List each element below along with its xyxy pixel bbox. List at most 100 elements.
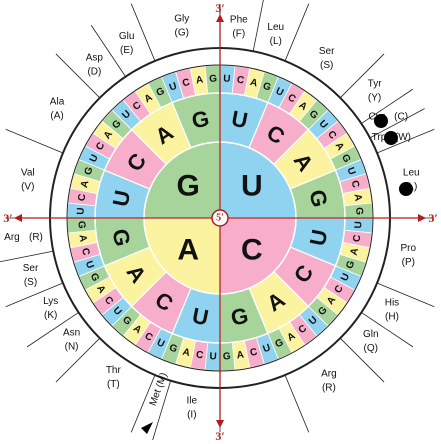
first-base-letter: A [177,233,199,266]
third-base-letter: A [79,179,91,189]
stop-codon-icon [374,114,388,128]
third-base-letter: A [352,193,364,202]
end-label-left: 3′ [3,211,12,225]
third-base-letter: U [339,272,352,283]
divider-line [152,380,172,441]
divider-line [0,250,54,263]
divider-line [284,374,310,433]
divider-line [130,3,156,62]
amino-acid-label: Met (M) [148,371,170,407]
third-base-letter: U [75,207,86,215]
amino-acid-name: His [385,297,399,308]
amino-acid-letter: (A) [50,111,63,122]
second-base-letter: U [108,188,136,208]
third-base-letter: A [143,92,155,105]
divider-line [376,282,435,308]
third-base-letter: U [223,73,231,84]
third-base-letter: U [83,260,96,271]
divider-line [130,374,156,433]
third-base-letter: C [349,179,361,189]
amino-acid-name: Arg [321,368,337,379]
amino-acid-name: Tyr [368,79,383,90]
divider-line [5,128,64,154]
third-base-letter: C [333,284,346,296]
end-label-top: 3′ [215,1,224,15]
amino-acid-name: Pro [401,243,417,254]
amino-acid-name: Gly [174,13,189,24]
amino-acid-name: Thr [106,365,122,376]
center-label: 5′ [216,213,224,224]
divider-line [339,337,385,383]
amino-acid-name: Asp [86,52,104,63]
second-base-letter: G [229,303,251,331]
amino-acid-letter: (Y) [368,93,381,104]
third-base-letter: U [262,342,273,355]
amino-acid-letter: (L) [270,36,282,47]
third-base-letter: U [344,166,357,177]
third-base-letter: G [339,153,352,165]
third-base-letter: C [195,350,204,362]
amino-acid-letter: (P) [402,257,415,268]
divider-line [369,108,425,139]
third-base-letter: C [181,77,191,89]
amino-acid-letter: (V) [21,181,34,192]
second-base-letter: U [305,227,333,247]
amino-acid-letter: (K) [44,310,57,321]
amino-acid-letter: (Q) [364,343,378,354]
third-base-letter: A [236,350,245,362]
first-base-letter: U [241,170,263,203]
amino-acid-letter: (T) [107,379,120,390]
amino-acid-letter: (F) [232,28,245,39]
amino-acid-letter: (S) [320,60,333,71]
amino-acid-letter: (H) [385,311,399,322]
amino-acid-letter: (N) [65,341,79,352]
third-base-letter: A [349,247,361,257]
second-base-letter: G [108,227,136,249]
reading-axes [14,14,426,428]
divider-line [5,282,64,308]
second-base-letter: G [305,188,333,210]
divider-line [252,0,264,52]
third-base-letter: G [83,165,96,176]
divider-line [26,312,79,348]
start-codon-icon [141,422,153,434]
amino-acid-dividers [0,0,435,441]
third-base-letter: A [333,141,346,153]
third-base-letter: C [77,193,89,202]
amino-acid-name: Phe [230,14,248,25]
third-base-letter: C [352,234,364,243]
third-base-letter: A [195,75,204,87]
third-base-letter: G [353,207,364,216]
amino-acid-name: Glu [119,31,135,42]
third-base-letter: G [75,221,86,230]
third-base-letter: G [261,81,272,94]
third-base-letter: G [88,272,101,284]
third-base-letter: C [79,247,91,257]
amino-acid-letter: (S) [24,277,37,288]
third-base-letter: A [249,77,259,89]
third-base-letter: C [249,347,259,359]
third-base-letter: A [286,331,298,344]
divider-line [339,53,385,99]
amino-acid-name: Arg [4,232,20,243]
third-base-letter: U [88,153,101,164]
third-base-letter: C [94,141,107,153]
third-base-letter: U [168,81,179,94]
third-base-letter: C [143,331,155,344]
amino-acid-name: Leu [403,167,420,178]
third-base-letter: G [344,259,357,270]
third-base-letter: G [168,342,179,355]
divider-line [55,53,101,99]
third-base-letter: A [181,347,191,359]
amino-acid-letter: (R) [29,232,43,243]
third-base-letter: U [155,337,166,350]
third-base-letter: U [274,86,285,99]
end-label-bottom: 3′ [215,429,224,443]
amino-acid-name: Trp [372,132,387,143]
third-base-letter: A [94,284,107,296]
end-label-right: 3′ [428,211,437,225]
amino-acid-name: Ala [50,97,65,108]
third-base-letter: G [223,351,232,362]
amino-acid-name: Asn [63,327,80,338]
